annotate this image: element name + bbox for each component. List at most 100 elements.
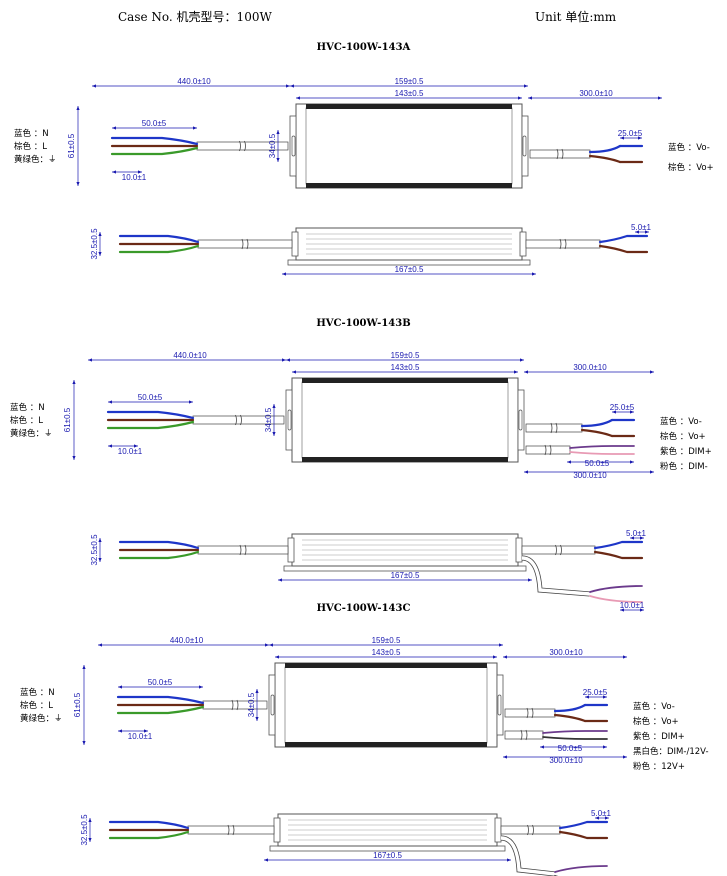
side-wire-green [118, 244, 200, 254]
dim-strip-in2-arrow [138, 170, 142, 174]
dim-wire-purple [542, 730, 608, 734]
side-gland-right [515, 537, 523, 563]
side-dim-cable [500, 836, 556, 876]
input-label-0: 蓝色 ：N [10, 402, 45, 413]
side-out-brown [598, 244, 649, 254]
output-label-2: 紫色 ：DIM+ [660, 446, 712, 457]
dim-strip-in-arrow [118, 685, 122, 689]
side-out-brown [558, 830, 609, 840]
input-label-1: 棕色 ：L [14, 141, 47, 152]
dim-side-height-arrow [88, 838, 92, 842]
dim-wire-second [569, 451, 635, 455]
dim-dim-length-arrow [650, 470, 654, 474]
dim-output-length-text: 300.0±10 [549, 648, 583, 657]
output-wire-brown [580, 428, 614, 438]
side-input-cable [197, 239, 293, 249]
mount-slot-left [291, 135, 296, 157]
dim-height-arrow [82, 665, 86, 669]
side-output-cable [525, 239, 601, 249]
side-input-cable [187, 825, 275, 835]
case-bottom-edge [302, 457, 508, 462]
output-label-1: 棕色 ：Vo+ [633, 716, 679, 727]
side-output-cable-break [555, 544, 562, 556]
dim-height-arrow [76, 106, 80, 110]
dim-side-strip-text: 5.0±1 [591, 809, 612, 818]
dim-side-strip-arrow [645, 230, 649, 234]
dim-input-length-text: 440.0±10 [173, 351, 207, 360]
dim-height-arrow [76, 182, 80, 186]
dim-strip-in2-text: 10.0±1 [128, 732, 153, 741]
output-cable-break [556, 148, 564, 160]
dim-strip-in-arrow [108, 400, 112, 404]
dim-side-height-arrow [98, 252, 102, 256]
side-dim-purple [554, 865, 608, 873]
dim-strip-in-arrow [193, 126, 197, 130]
case-inner [301, 381, 509, 459]
side-wire-blue [108, 820, 190, 830]
input-cable-break [235, 414, 242, 426]
output-label-2: 紫色 ：DIM+ [633, 731, 685, 742]
mount-slot-right [518, 409, 523, 431]
output-cable [529, 149, 591, 159]
dim-strip-in2-text: 10.0±1 [118, 447, 143, 456]
unit-header: Unit 单位:mm [535, 10, 617, 24]
dim-dim-length-text: 300.0±10 [573, 471, 607, 480]
dim-side-length-text: 167±0.5 [391, 571, 420, 580]
side-dim-purple [589, 585, 643, 593]
output-label-0: 蓝色 ：Vo- [633, 701, 675, 712]
dim-side-length-text: 167±0.5 [373, 851, 402, 860]
side-input-cable [197, 545, 289, 555]
input-cable-break [231, 699, 239, 711]
dim-output-length-text: 300.0±10 [579, 89, 613, 98]
dim-out-strip-arrow [630, 410, 634, 414]
input-wire-blue [110, 136, 199, 146]
output-label-3: 黑白色：DIM-/12V- [633, 746, 709, 757]
dim-output-length-arrow [528, 96, 532, 100]
side-gland-left [287, 537, 295, 563]
dim-side-strip2-arrow [620, 608, 624, 612]
dim-side-strip2-arrow [640, 608, 644, 612]
dim-mount-arrow [276, 130, 280, 134]
dim-side-height-text: 32.5±0.5 [80, 814, 89, 846]
dim-cable-break [544, 444, 552, 456]
side-gland-right [494, 817, 502, 843]
dim-input-length-arrow [92, 84, 96, 88]
dim-side-strip-text: 5.0±1 [626, 529, 647, 538]
side-wire-blue [118, 234, 200, 244]
dim-height-text: 61±0.5 [63, 407, 72, 432]
dim-out-strip-text: 25.0±5 [583, 688, 608, 697]
dim-out-strip-text: 25.0±5 [610, 403, 635, 412]
case-top-edge [306, 104, 512, 109]
side-wire-green [108, 830, 190, 840]
dim-height-arrow [72, 456, 76, 460]
dim-wire-second [542, 736, 608, 740]
dim-side-length-arrow [278, 578, 282, 582]
side-out-blue [598, 234, 649, 244]
side-input-cable-break [239, 544, 247, 556]
dim-strip-in2-arrow [108, 444, 112, 448]
dim-width-outer-arrow [499, 643, 503, 647]
dim-side-length-arrow [528, 578, 532, 582]
dim-mount-arrow [272, 432, 276, 436]
input-wire-blue [106, 410, 195, 420]
dim-side-length-text: 167±0.5 [395, 265, 424, 274]
dim-width-inner-arrow [493, 655, 497, 659]
input-label-0: 蓝色 ：N [14, 128, 49, 139]
dim-width-inner-text: 143±0.5 [395, 89, 424, 98]
dim-height-text: 61±0.5 [67, 133, 76, 158]
dim-input-length-text: 440.0±10 [177, 77, 211, 86]
input-label-2: 黄绿色：⏚ [10, 428, 53, 439]
side-output-cable [521, 545, 596, 555]
dim-side-length-arrow [264, 858, 268, 862]
output-label-1: 棕色 ：Vo+ [668, 162, 714, 173]
output-label-0: 蓝色 ：Vo- [660, 416, 702, 427]
dim-width-inner-text: 143±0.5 [391, 363, 420, 372]
output-wire-blue [553, 703, 587, 713]
dim-input-length-text: 440.0±10 [170, 636, 204, 645]
dim-mount-arrow [276, 158, 280, 162]
dim-out-strip-arrow [603, 695, 607, 699]
dim-dim-length-text: 300.0±10 [549, 756, 583, 765]
output-cable-break [550, 422, 558, 434]
side-out-brown [593, 550, 644, 560]
